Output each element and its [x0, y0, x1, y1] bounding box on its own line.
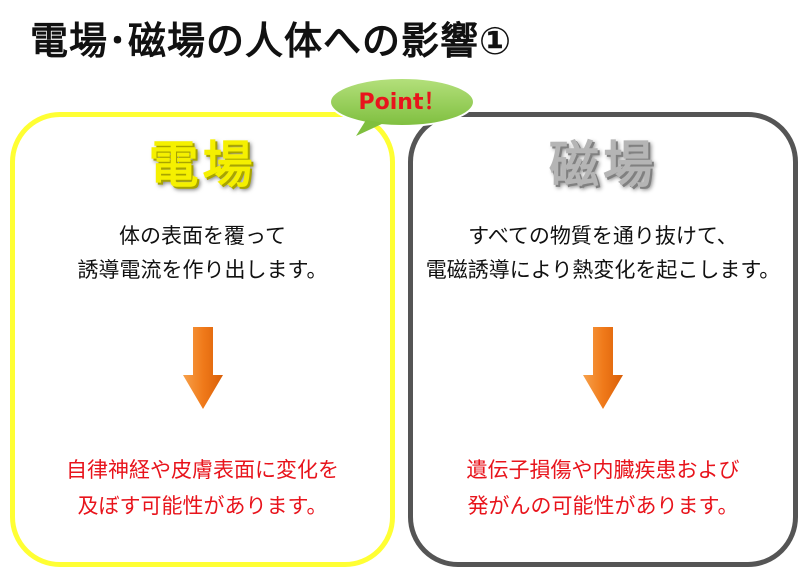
electric-field-effect-line: 自律神経や皮膚表面に変化を [66, 458, 339, 482]
electric-field-description-line: 体の表面を覆って [119, 224, 286, 248]
magnetic-field-description-line: すべての物質を通り抜けて、 [468, 224, 738, 248]
point-callout-label: Point！ [358, 90, 446, 115]
page-title: 電場･磁場の人体への影響① [30, 19, 513, 63]
electric-field-panel: 電場 体の表面を覆って 誘導電流を作り出します。 自律神経や皮膚表面に変化を 及… [10, 112, 395, 567]
magnetic-field-heading: 磁場 [549, 136, 657, 194]
electric-field-description: 体の表面を覆って 誘導電流を作り出します。 [15, 219, 390, 287]
magnetic-field-description: すべての物質を通り抜けて、 電磁誘導により熱変化を起こします。 [413, 219, 793, 287]
point-callout-bubble [329, 77, 475, 136]
down-arrow-icon [182, 327, 223, 409]
magnetic-field-effect: 遺伝子損傷や内臓疾患および 発がんの可能性があります。 [413, 452, 793, 524]
electric-field-heading: 電場 [148, 136, 257, 194]
electric-field-description-line: 誘導電流を作り出します。 [77, 258, 328, 282]
electric-field-effect: 自律神経や皮膚表面に変化を 及ぼす可能性があります。 [15, 452, 390, 524]
magnetic-field-effect-line: 発がんの可能性があります。 [467, 494, 739, 518]
down-arrow-icon [583, 327, 623, 409]
magnetic-field-description-line: 電磁誘導により熱変化を起こします。 [425, 258, 781, 282]
magnetic-field-effect-line: 遺伝子損傷や内臓疾患および [466, 458, 740, 482]
magnetic-field-panel: 磁場 すべての物質を通り抜けて、 電磁誘導により熱変化を起こします。 遺伝子損傷… [408, 112, 798, 567]
electric-field-effect-line: 及ぼす可能性があります。 [77, 494, 328, 518]
